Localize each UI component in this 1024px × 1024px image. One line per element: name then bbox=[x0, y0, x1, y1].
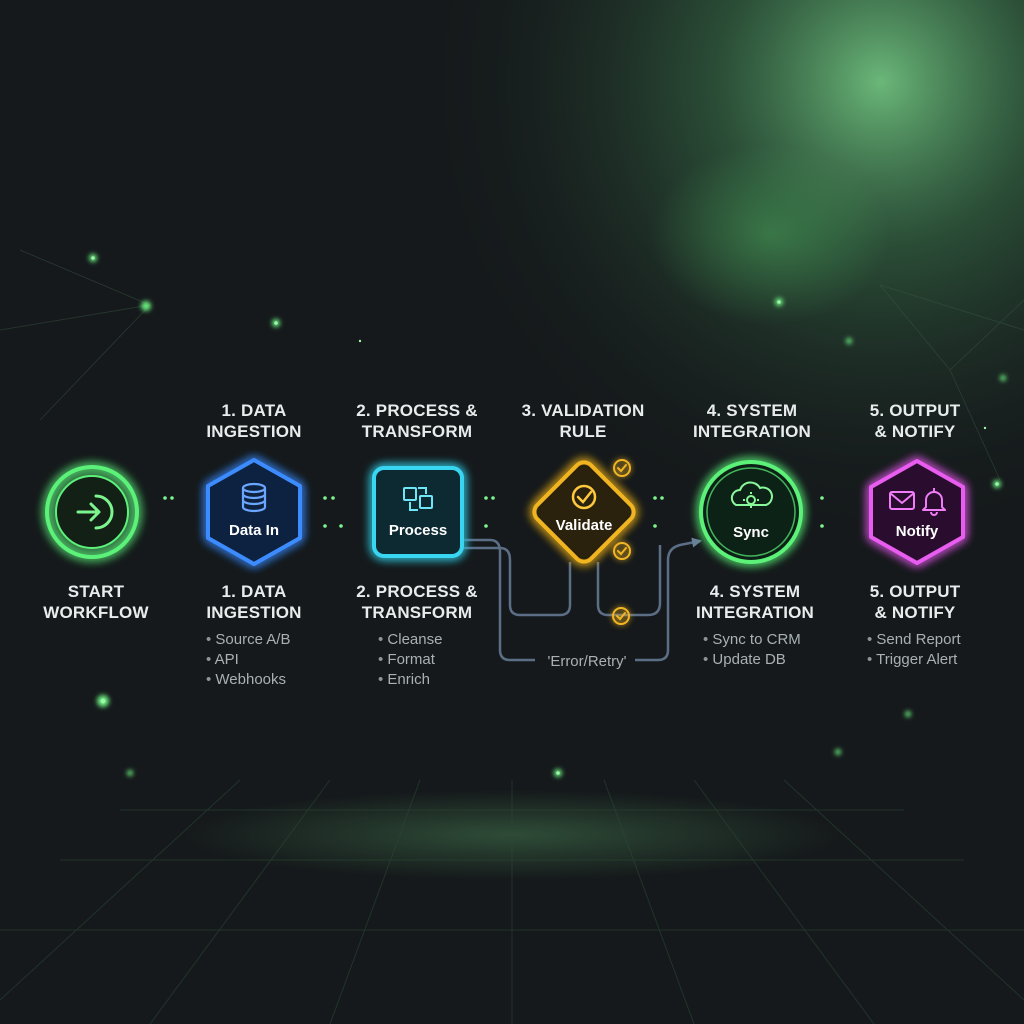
sync-node[interactable]: Sync bbox=[699, 460, 803, 564]
list-item: Sync to CRM bbox=[703, 630, 800, 650]
transform-icon bbox=[403, 487, 433, 511]
mail-icon bbox=[889, 491, 915, 510]
bell-icon bbox=[922, 488, 946, 516]
notify-node[interactable]: Notify bbox=[869, 459, 965, 565]
check-circle-icon bbox=[571, 484, 597, 510]
notify-node-text: Notify bbox=[896, 523, 939, 540]
list-item: Format bbox=[378, 650, 442, 670]
stage-bottom-label-notify: 5. OUTPUT & NOTIFY bbox=[869, 582, 961, 622]
list-item: API bbox=[206, 650, 290, 670]
sync-node-text: Sync bbox=[733, 524, 769, 541]
stage-top-label-validation: 3. VALIDATION RULE bbox=[521, 401, 645, 441]
process-items: Cleanse Format Enrich bbox=[378, 630, 442, 690]
flow-dots bbox=[163, 496, 824, 528]
list-item: Trigger Alert bbox=[867, 650, 961, 670]
data-ingestion-items: Source A/B API Webhooks bbox=[206, 630, 291, 690]
data-ingestion-node-text: Data In bbox=[229, 522, 279, 539]
stage-top-label-integration: 4. SYSTEM INTEGRATION bbox=[692, 401, 812, 441]
stage-top-label-data-ingestion: 1. DATA INGESTION bbox=[206, 401, 302, 441]
notify-items: Send Report Trigger Alert bbox=[867, 630, 961, 670]
list-item: Update DB bbox=[703, 650, 801, 670]
arrow-right-icon bbox=[76, 494, 114, 530]
validate-node-text: Validate bbox=[556, 517, 613, 534]
retry-label: 'Error/Retry' bbox=[547, 653, 626, 670]
start-label: START WORKFLOW bbox=[43, 582, 149, 622]
stage-top-label-notify: 5. OUTPUT & NOTIFY bbox=[869, 401, 961, 441]
stage-top-label-process: 2. PROCESS & TRANSFORM bbox=[356, 401, 478, 441]
list-item: Source A/B bbox=[206, 630, 290, 650]
list-item: Cleanse bbox=[378, 630, 442, 650]
data-ingestion-node[interactable]: Data In bbox=[206, 458, 302, 566]
process-node[interactable]: Process bbox=[372, 466, 464, 558]
database-icon bbox=[241, 482, 267, 513]
start-node[interactable] bbox=[45, 465, 139, 559]
cloud-gear-icon bbox=[730, 481, 773, 508]
validate-node[interactable]: Validate bbox=[530, 458, 637, 565]
list-item: Send Report bbox=[867, 630, 960, 650]
list-item: Webhooks bbox=[206, 670, 290, 690]
stage-bottom-label-process: 2. PROCESS & TRANSFORM bbox=[356, 582, 478, 622]
integration-items: Sync to CRM Update DB bbox=[703, 630, 801, 670]
process-node-text: Process bbox=[389, 522, 447, 539]
check-badge-icon bbox=[612, 459, 631, 625]
list-item: Enrich bbox=[378, 670, 442, 690]
stage-bottom-label-data-ingestion: 1. DATA INGESTION bbox=[206, 582, 302, 622]
stage-bottom-label-integration: 4. SYSTEM INTEGRATION bbox=[695, 582, 815, 622]
